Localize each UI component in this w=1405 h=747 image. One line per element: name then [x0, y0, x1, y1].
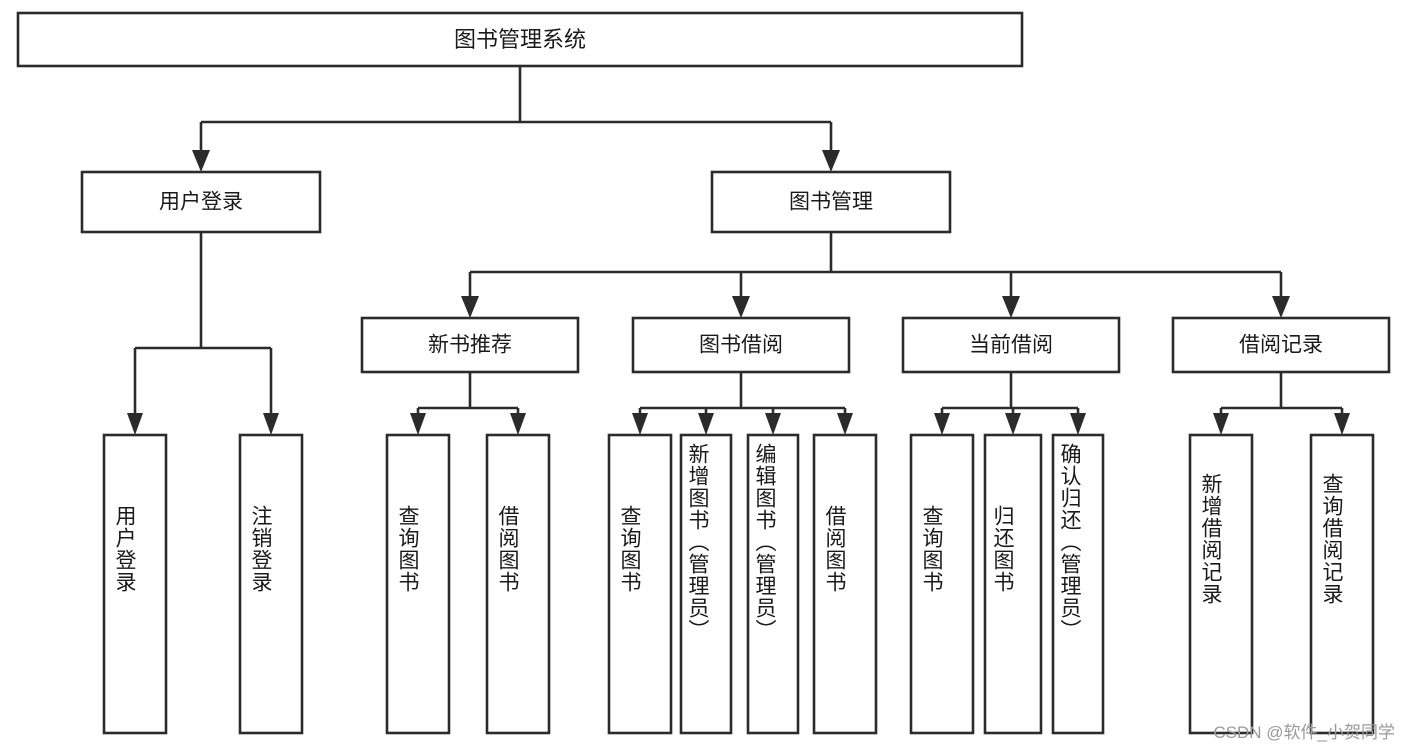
node-root-system[interactable]: 图书管理系统 [16, 11, 1024, 68]
arrow-head-newbook-to-query [410, 413, 426, 435]
arrow-head-bookmgmt-to-current [1002, 296, 1020, 318]
node-current-borrow-box [901, 316, 1121, 374]
node-new-book-recommend[interactable]: 新书推荐 [360, 316, 580, 374]
node-book-management-label: 图书管理 [789, 191, 873, 214]
node-current-borrow-label: 当前借阅 [969, 334, 1053, 357]
arrow-head-borrow-to-edit [765, 413, 781, 435]
arrow-head-borrow-to-query [632, 413, 648, 435]
leaf-box-add-book-admin[interactable] [679, 433, 733, 735]
edge-group-root [192, 66, 840, 172]
node-book-borrow-box [631, 316, 851, 374]
arrow-head-root-to-bookmgmt [822, 150, 840, 172]
edge-group-current [934, 372, 1086, 435]
edge-group-records [1213, 372, 1350, 435]
node-borrow-records-label: 借阅记录 [1239, 334, 1323, 357]
watermark-text: CSDN @软件_小贺同学 [1213, 723, 1395, 742]
node-borrow-records[interactable]: 借阅记录 [1171, 316, 1391, 374]
node-book-borrow[interactable]: 图书借阅 [631, 316, 851, 374]
leaf-box-query-book-current[interactable] [909, 433, 975, 735]
leaf-box-query-book-borrow[interactable] [607, 433, 673, 735]
leaf-box-borrow-book[interactable] [812, 433, 878, 735]
node-current-borrow[interactable]: 当前借阅 [901, 316, 1121, 374]
arrow-head-newbook-to-borrowbook [510, 413, 526, 435]
arrow-head-records-to-query [1334, 413, 1350, 435]
leaf-box-confirm-return-admin[interactable] [1051, 433, 1105, 735]
leaf-box-user-login[interactable] [102, 433, 168, 735]
node-root-system-label: 图书管理系统 [454, 27, 586, 52]
arrow-head-bookmgmt-to-newbook [461, 296, 479, 318]
leaf-box-borrow-book-newbook[interactable] [485, 433, 551, 735]
leaf-box-query-book-newbook[interactable] [385, 433, 451, 735]
node-root-system-box [16, 11, 1024, 68]
node-user-login[interactable]: 用户登录 [80, 170, 322, 234]
node-borrow-records-box [1171, 316, 1391, 374]
edge-group-newbook [410, 372, 526, 435]
leaf-box-return-book[interactable] [983, 433, 1043, 735]
arrow-head-borrow-to-borrowbook [837, 413, 853, 435]
node-book-management[interactable]: 图书管理 [710, 170, 952, 234]
arrow-head-current-to-return [1005, 413, 1021, 435]
leaf-box-edit-book-admin[interactable] [746, 433, 800, 735]
arrow-head-bookmgmt-to-borrow [732, 296, 750, 318]
arrow-head-borrow-to-add [698, 413, 714, 435]
node-user-login-box [80, 170, 322, 234]
node-new-book-recommend-label: 新书推荐 [428, 334, 512, 357]
arrow-head-login-to-logout [263, 413, 279, 435]
arrow-head-records-to-add [1213, 413, 1229, 435]
leaf-box-query-borrow-record[interactable] [1309, 433, 1375, 735]
edge-group-login [127, 232, 279, 435]
node-book-management-box [710, 170, 952, 234]
arrow-head-bookmgmt-to-records [1272, 296, 1290, 318]
leaf-box-add-borrow-record[interactable] [1188, 433, 1254, 735]
leaf-box-logout[interactable] [238, 433, 304, 735]
arrow-head-login-to-userlogin [127, 413, 143, 435]
arrow-head-current-to-confirm [1070, 413, 1086, 435]
edge-group-borrow [632, 372, 853, 435]
node-book-borrow-label: 图书借阅 [699, 334, 783, 357]
edge-group-bookmgmt [461, 232, 1290, 318]
node-user-login-label: 用户登录 [159, 191, 243, 214]
node-new-book-recommend-box [360, 316, 580, 374]
arrow-head-root-to-login [192, 150, 210, 172]
arrow-head-current-to-query [934, 413, 950, 435]
